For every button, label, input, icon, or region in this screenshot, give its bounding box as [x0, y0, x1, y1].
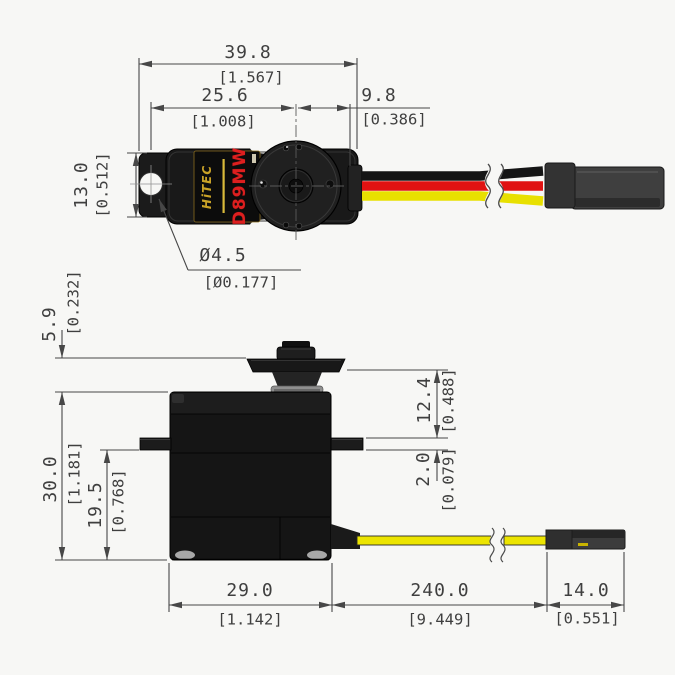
- servo-wires-top: [362, 159, 544, 213]
- cable-exit-bump: [347, 164, 363, 212]
- horn-screw-hole: [325, 179, 335, 189]
- dimension-lines: [55, 58, 625, 612]
- dim-case-width-in: [0.512]: [93, 152, 112, 218]
- dim-cable-length-mm: 240.0: [410, 580, 470, 601]
- dim-tab-thickness-mm: 2.0: [413, 451, 434, 487]
- brand-logo-text: HiTEC: [200, 164, 214, 210]
- dim-tab-thickness-in: [0.079]: [439, 447, 458, 513]
- dim-tab-bottom-in: [0.768]: [109, 469, 128, 535]
- mount-tab-left: [139, 437, 172, 451]
- dim-case-length-in: [1.142]: [217, 610, 283, 629]
- dim-overall-length-in: [1.567]: [218, 68, 284, 87]
- dim-axis-right-mm: 9.8: [361, 85, 397, 106]
- cable-break-mark: [498, 163, 504, 209]
- cable-side: [503, 535, 549, 546]
- bottom-pad: [307, 550, 327, 560]
- wire-yellow: [362, 191, 544, 206]
- model-number-text: D89MW: [230, 146, 250, 226]
- dim-hole-dia-mm: Ø4.5: [199, 245, 247, 266]
- horn-screw-hole: [295, 222, 303, 230]
- horn-screw-hole: [282, 221, 290, 229]
- bottom-pad: [175, 550, 195, 560]
- cable-side: [356, 535, 492, 546]
- servo-horn-side: [246, 341, 346, 394]
- dim-overall-height-in: [1.181]: [65, 441, 84, 507]
- horn-screw-hole: [282, 144, 290, 152]
- dim-horn-tab-mm: 12.4: [414, 376, 435, 424]
- dim-tab-bottom-mm: 19.5: [85, 481, 106, 529]
- cable-break-mark: [485, 163, 491, 209]
- mount-tab-right: [330, 437, 364, 451]
- dim-cable-length-in: [9.449]: [407, 610, 473, 629]
- connector-top: [544, 162, 665, 210]
- dim-axis-right-in: [0.386]: [361, 110, 427, 129]
- cable-break-mark: [489, 527, 495, 563]
- dim-connector-length-mm: 14.0: [562, 580, 610, 601]
- cable-break-mark: [500, 527, 506, 563]
- dim-case-length-mm: 29.0: [226, 580, 274, 601]
- dim-overall-length-mm: 39.8: [224, 42, 272, 63]
- dim-horn-tab-in: [0.488]: [439, 368, 458, 434]
- cable-break-gap: [489, 524, 505, 567]
- dim-connector-length-in: [0.551]: [554, 609, 620, 628]
- servo-side-view: [139, 341, 626, 567]
- servo-top-view: [138, 140, 665, 232]
- centerlines: [130, 104, 344, 240]
- dim-horn-height-in: [0.232]: [64, 270, 83, 336]
- dim-overall-height-mm: 30.0: [40, 455, 61, 503]
- servo-case-side: [169, 391, 332, 561]
- leader-hole-dia: [158, 198, 189, 271]
- connector-side: [545, 529, 626, 550]
- cable-break-gap: [484, 159, 504, 213]
- cable-boot: [331, 524, 360, 549]
- product-label: [193, 150, 261, 223]
- dim-horn-height-mm: 5.9: [39, 306, 60, 342]
- horn-screw-hole: [258, 179, 268, 189]
- dim-case-width-mm: 13.0: [71, 161, 92, 209]
- horn-screw-hole: [295, 143, 303, 151]
- dim-hole-dia-in: [Ø0.177]: [203, 273, 279, 292]
- dim-axis-left-mm: 25.6: [201, 85, 249, 106]
- dim-axis-left-in: [1.008]: [190, 112, 256, 131]
- wire-black: [362, 166, 544, 181]
